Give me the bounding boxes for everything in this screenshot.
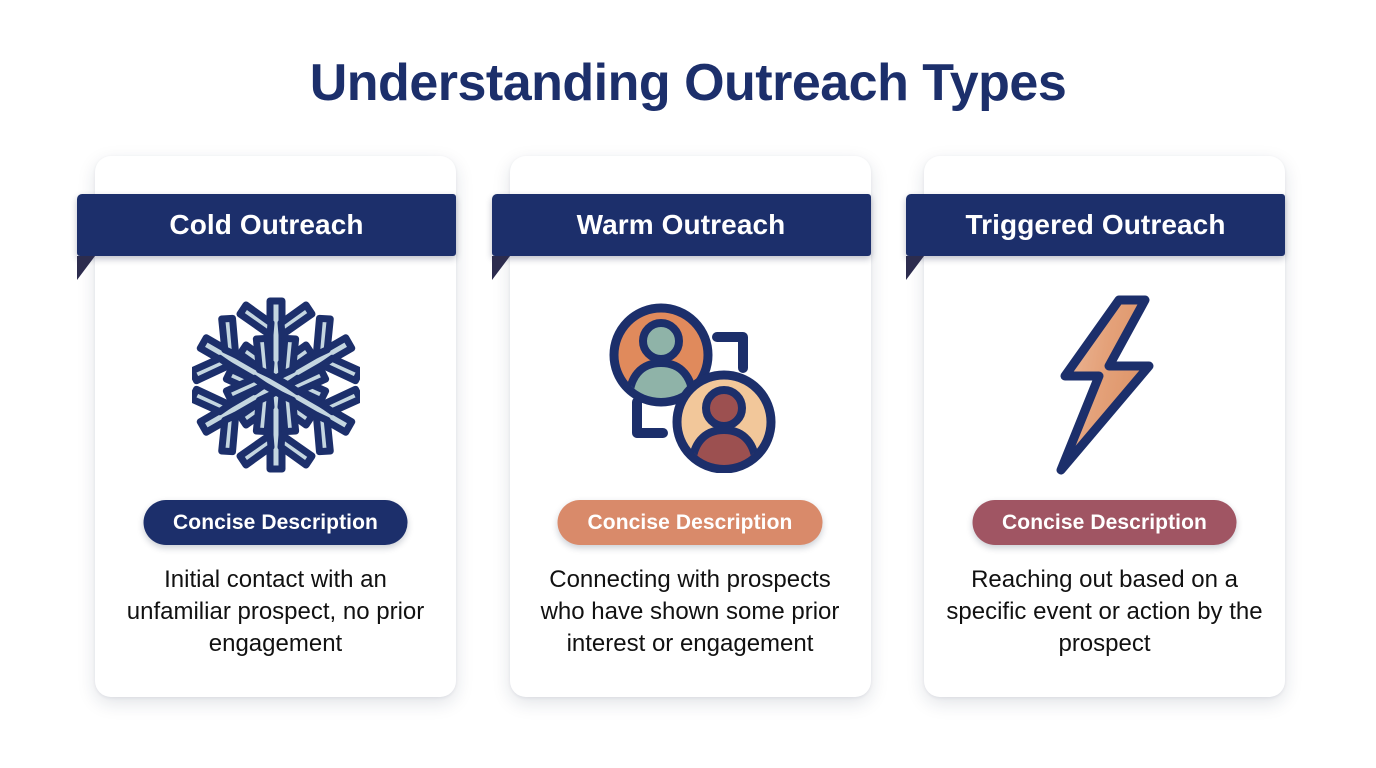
card-cold-outreach[interactable]: Cold Outreach <box>77 156 456 697</box>
lightning-bolt-icon <box>1056 295 1153 475</box>
snowflake-icon <box>191 297 360 473</box>
description-warm-outreach: Connecting with prospects who have shown… <box>540 566 840 657</box>
avatar-lower <box>672 370 776 473</box>
outreach-cards-row: Cold Outreach <box>77 156 1285 701</box>
ribbon-banner: Warm Outreach <box>491 194 871 256</box>
pill-label: Concise Description <box>587 511 793 534</box>
avatar-upper <box>609 303 713 407</box>
icon-area-triggered-outreach <box>924 280 1285 490</box>
two-people-connection-icon <box>609 303 776 473</box>
card-title-triggered-outreach: Triggered Outreach <box>965 209 1226 240</box>
ribbon-fold-icon <box>77 256 95 280</box>
ribbon-fold-icon <box>906 256 924 280</box>
card-triggered-outreach[interactable]: Triggered Outreach Con <box>906 156 1285 697</box>
icon-area-warm-outreach <box>510 280 871 490</box>
ribbon-fold-icon <box>491 256 510 280</box>
card-title-warm-outreach: Warm Outreach <box>576 209 786 240</box>
card-title-cold-outreach: Cold Outreach <box>169 209 364 240</box>
pill-triggered-outreach[interactable]: Concise Description <box>972 500 1237 545</box>
pill-label: Concise Description <box>173 511 378 534</box>
page-title: Understanding Outreach Types <box>309 54 1067 112</box>
card-warm-outreach[interactable]: Warm Outreach <box>491 156 871 697</box>
pill-warm-outreach[interactable]: Concise Description <box>557 500 823 545</box>
icon-area-cold-outreach <box>95 280 456 490</box>
ribbon-banner: Cold Outreach <box>77 194 456 256</box>
description-cold-outreach: Initial contact with an unfamiliar prosp… <box>126 566 425 657</box>
ribbon-cold-outreach: Cold Outreach <box>77 194 456 280</box>
pill-cold-outreach[interactable]: Concise Description <box>143 500 408 545</box>
pill-label: Concise Description <box>1002 511 1207 534</box>
description-triggered-outreach: Reaching out based on a specific event o… <box>946 566 1263 657</box>
ribbon-warm-outreach: Warm Outreach <box>491 194 871 280</box>
ribbon-triggered-outreach: Triggered Outreach <box>906 194 1285 280</box>
ribbon-banner: Triggered Outreach <box>906 194 1285 256</box>
